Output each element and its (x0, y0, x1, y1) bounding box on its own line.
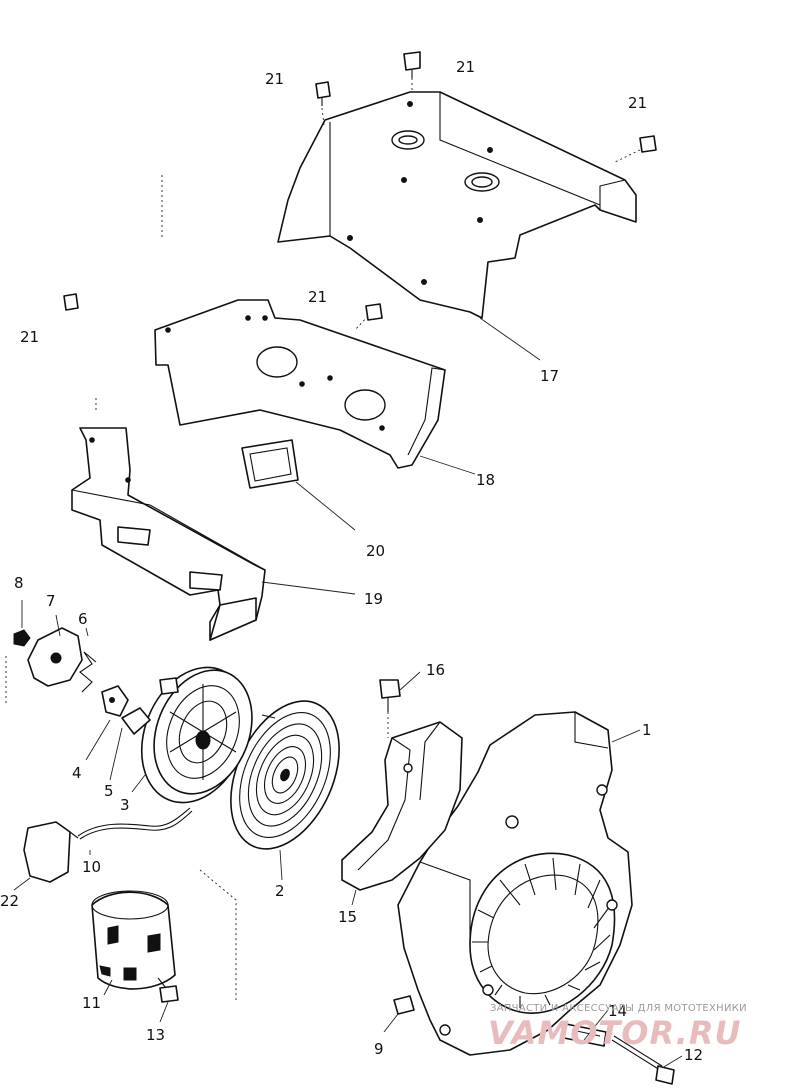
part-9-bolt (393, 995, 415, 1015)
part-15-air-guide (341, 721, 463, 891)
part-7-friction-plate (27, 627, 83, 687)
part-22-starter-handle (23, 821, 79, 883)
part-12-long-bolt (611, 1035, 675, 1085)
callout-1: 1 (642, 721, 652, 739)
callout-8: 8 (14, 574, 24, 592)
callout-19: 19 (364, 590, 383, 608)
callout-labels: 1 2 3 4 5 6 7 8 9 10 11 12 13 14 15 16 1… (0, 58, 703, 1064)
part-20-gasket (241, 439, 299, 489)
part-21-fasteners (63, 51, 657, 321)
watermark: ЗАПЧАСТИ И АКСЕССУАРЫ ДЛЯ МОТОТЕХНИКИ VA… (488, 1003, 747, 1052)
part-10-starter-rope (77, 807, 193, 840)
callout-21-right: 21 (628, 94, 647, 112)
part-17-upper-shroud (277, 91, 637, 319)
callout-21-top: 21 (456, 58, 475, 76)
callout-16: 16 (426, 661, 445, 679)
callout-21-mid: 21 (308, 288, 327, 306)
callout-13: 13 (146, 1026, 165, 1044)
callout-7: 7 (46, 592, 56, 610)
part-18-baffle-plate (154, 299, 446, 469)
part-3-starter-pulley (140, 666, 253, 804)
part-16-bolt (379, 679, 401, 712)
callout-21-left: 21 (265, 70, 284, 88)
part-13-screw (157, 977, 179, 1003)
callout-4: 4 (72, 764, 82, 782)
part-5-ratchet-pawl (101, 685, 151, 735)
callout-15: 15 (338, 908, 357, 926)
callout-5: 5 (104, 782, 114, 800)
callout-17: 17 (540, 367, 559, 385)
part-6-spring-clip (79, 651, 97, 693)
callout-21-far-left: 21 (20, 328, 39, 346)
callout-3: 3 (120, 796, 130, 814)
callout-10: 10 (82, 858, 101, 876)
callout-20: 20 (366, 542, 385, 560)
part-19-bracket (71, 427, 266, 641)
callout-2: 2 (275, 882, 285, 900)
callout-18: 18 (476, 471, 495, 489)
callout-22: 22 (0, 892, 19, 910)
callout-6: 6 (78, 610, 88, 628)
callout-14: 14 (608, 1002, 627, 1020)
part-8-nut (13, 629, 31, 647)
leader-lines (5, 78, 683, 1069)
callout-9: 9 (374, 1040, 384, 1058)
watermark-logo: VAMOTOR.RU (488, 1014, 741, 1052)
callout-11: 11 (82, 994, 101, 1012)
part-11-starter-cup (91, 890, 176, 990)
callout-12: 12 (684, 1046, 703, 1064)
part-1-fan-housing (397, 711, 633, 1056)
watermark-caption: ЗАПЧАСТИ И АКСЕССУАРЫ ДЛЯ МОТОТЕХНИКИ (490, 1003, 747, 1014)
